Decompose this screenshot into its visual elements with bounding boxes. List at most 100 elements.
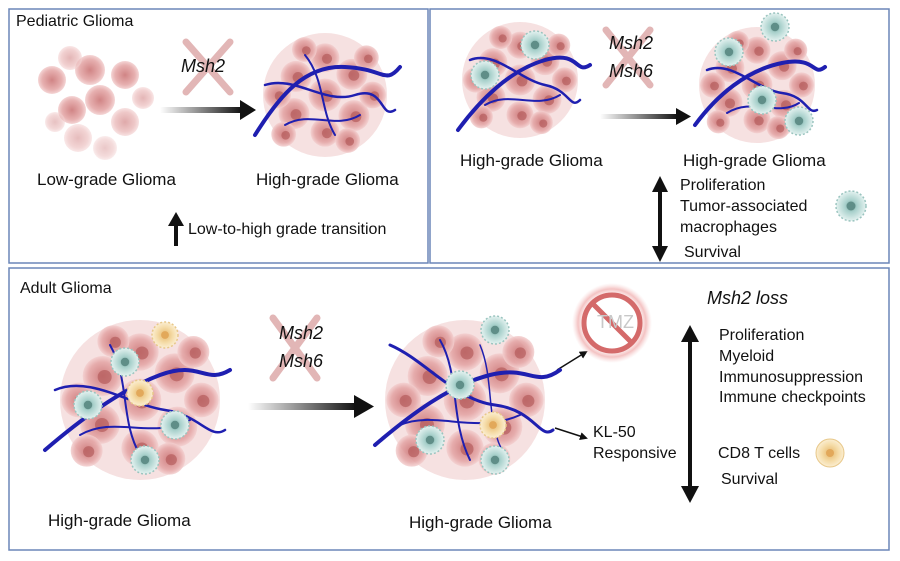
tumor-nucleus bbox=[793, 47, 802, 56]
macrophage-cell-nucleus bbox=[530, 40, 540, 50]
double-arrow-adult bbox=[681, 325, 699, 503]
effect-myeloid: Myeloid bbox=[719, 347, 775, 365]
gene-msh2-adult: Msh2 bbox=[279, 323, 324, 343]
tumor-nucleus bbox=[754, 116, 764, 126]
up-arrow-transition bbox=[168, 212, 184, 246]
tumor-nucleus bbox=[363, 54, 373, 64]
top-right-right-label: High-grade Glioma bbox=[683, 151, 826, 170]
cross-mark-adult bbox=[269, 314, 321, 382]
gene-msh6-top-right: Msh6 bbox=[609, 60, 654, 81]
tumor-nucleus bbox=[556, 42, 565, 51]
genes-adult: Msh2 Msh6 bbox=[279, 320, 323, 376]
tumor-nucleus bbox=[539, 119, 548, 128]
macrophage-cell-nucleus bbox=[490, 455, 500, 465]
adult-up-effects: Proliferation Myeloid Immunosuppression … bbox=[719, 326, 866, 409]
tumor-nucleus bbox=[109, 336, 121, 348]
effect-proliferation: Proliferation bbox=[680, 177, 766, 194]
tumor-nucleus bbox=[522, 394, 535, 408]
effect-proliferation-adult: Proliferation bbox=[719, 327, 805, 344]
effect-macrophages: macrophages bbox=[680, 218, 777, 236]
tumor-nucleus bbox=[562, 76, 571, 86]
tumor-nucleus bbox=[321, 128, 333, 139]
macrophage-cell-nucleus bbox=[140, 455, 150, 465]
macrophage-cell-nucleus bbox=[83, 400, 93, 410]
tumor-nucleus bbox=[83, 446, 95, 458]
arrow-pediatric bbox=[160, 100, 256, 120]
tumor-nucleus bbox=[345, 137, 355, 146]
tumor-nucleus bbox=[799, 81, 808, 91]
tumor-nucleus bbox=[348, 69, 360, 81]
t-cell-nucleus bbox=[489, 421, 497, 429]
macrophage-cell-nucleus bbox=[170, 420, 180, 430]
tumor-nucleus bbox=[479, 113, 488, 122]
macrophage-cell-nucleus bbox=[490, 325, 500, 335]
tmz-label: TMZ bbox=[597, 312, 634, 332]
adult-left-label: High-grade Glioma bbox=[48, 511, 191, 530]
tumor-nucleus bbox=[135, 346, 149, 360]
gene-msh2-pediatric: Msh2 bbox=[181, 56, 226, 76]
transition-label: Low-to-high grade transition bbox=[188, 221, 387, 238]
macrophage-cell-nucleus bbox=[455, 380, 465, 390]
high-grade-label-pediatric: High-grade Glioma bbox=[256, 170, 399, 189]
tumor-nucleus bbox=[498, 34, 507, 43]
pediatric-panel bbox=[8, 8, 429, 264]
tumor-nucleus bbox=[321, 53, 333, 64]
macrophage-cell-nucleus bbox=[724, 47, 734, 57]
top-right-effects: Proliferation Tumor-associated macrophag… bbox=[680, 176, 807, 238]
effect-immunosuppression: Immunosuppression bbox=[719, 368, 864, 386]
macrophage-cell-nucleus bbox=[120, 357, 130, 367]
tumor-nucleus bbox=[399, 394, 412, 408]
t-cell-nucleus bbox=[136, 389, 144, 397]
tumor-nucleus bbox=[516, 75, 528, 87]
macrophage-cell-nucleus bbox=[794, 116, 804, 126]
low-grade-label: Low-grade Glioma bbox=[37, 170, 176, 189]
arrow-to-kl50 bbox=[554, 427, 588, 440]
tumor-nucleus bbox=[776, 124, 785, 133]
tumor-nucleus bbox=[408, 446, 420, 458]
effect-cd8-tcells: CD8 T cells bbox=[718, 445, 801, 462]
macrophage-cell-nucleus bbox=[757, 95, 767, 105]
arrow-to-tmz bbox=[556, 350, 588, 371]
tumor-nucleus bbox=[165, 454, 177, 466]
kl50-label: KL-50 Responsive bbox=[593, 423, 677, 465]
arrow-top-right bbox=[600, 108, 691, 125]
tumor-nucleus bbox=[754, 46, 764, 56]
tumor-nucleus bbox=[517, 111, 527, 121]
effect-survival-adult: Survival bbox=[721, 471, 778, 488]
macrophage-legend-icon bbox=[835, 190, 867, 222]
low-grade-cells bbox=[38, 46, 154, 160]
effect-immune-checkpoints: Immune checkpoints bbox=[719, 389, 866, 407]
tumor-nucleus bbox=[710, 81, 719, 91]
tumor-adult-left bbox=[43, 320, 232, 480]
tumor-nucleus bbox=[281, 130, 291, 140]
tumor-nucleus bbox=[97, 370, 112, 384]
top-right-panel bbox=[429, 8, 890, 264]
tumor-adult-right bbox=[373, 315, 562, 480]
tumor-nucleus bbox=[514, 347, 526, 359]
adult-right-label: High-grade Glioma bbox=[409, 513, 552, 532]
cross-mark-pediatric bbox=[182, 38, 234, 96]
cd8-tcell-legend-icon bbox=[815, 438, 845, 468]
tumor-nucleus bbox=[189, 347, 201, 359]
adult-panel bbox=[8, 267, 890, 551]
tumor-top-right-left bbox=[456, 22, 592, 138]
tumor-pediatric-high-grade bbox=[253, 33, 402, 157]
arrow-adult bbox=[248, 395, 374, 418]
tumor-nucleus bbox=[197, 394, 210, 408]
double-arrow-top-right bbox=[652, 176, 668, 262]
tmz-prohibited-icon bbox=[572, 283, 652, 363]
kl50-responsive: Responsive bbox=[593, 444, 677, 462]
genes-top-right: Msh2 Msh6 bbox=[609, 30, 653, 86]
tumor-nucleus bbox=[716, 118, 725, 127]
tumor-nucleus bbox=[95, 418, 109, 432]
tumor-top-right-right bbox=[693, 12, 827, 143]
tumor-nucleus bbox=[724, 98, 736, 109]
top-right-left-label: High-grade Glioma bbox=[460, 151, 603, 170]
tumor-nucleus bbox=[290, 109, 302, 121]
gene-msh6-adult: Msh6 bbox=[279, 350, 324, 371]
tumor-nucleus bbox=[301, 46, 311, 55]
gene-msh2-top-right: Msh2 bbox=[609, 33, 654, 53]
adult-title: Adult Glioma bbox=[20, 280, 112, 297]
tumor-nucleus bbox=[460, 346, 474, 360]
